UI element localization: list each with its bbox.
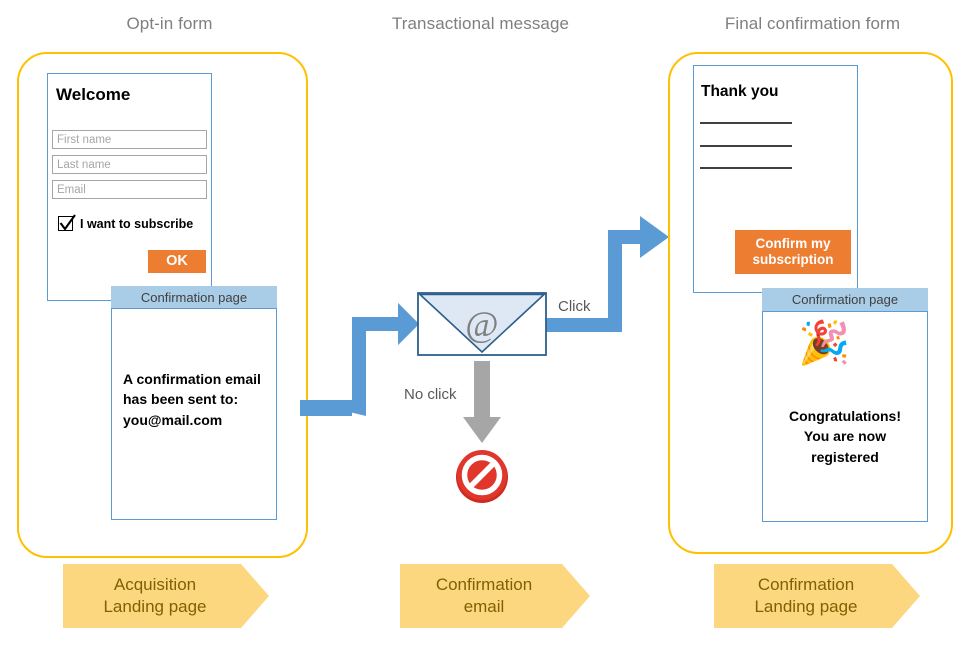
party-popper-icon: 🎉 [798, 319, 851, 366]
banner-2-line-1: Confirmation [435, 574, 533, 594]
confirmation-landing-frame [668, 52, 953, 554]
column-title-final: Final confirmation form [724, 14, 901, 33]
final-form-heading: Thank you [701, 83, 779, 100]
ok-button[interactable]: OK [148, 250, 206, 273]
no-click-label: No click [404, 386, 457, 403]
column-title-optin: Opt-in form [126, 14, 213, 33]
optin-confirmation-body: A confirmation email has been sent to: y… [123, 369, 271, 430]
subscribe-checkbox-row[interactable]: I want to subscribe [58, 214, 194, 231]
last-name-input[interactable]: Last name [52, 155, 207, 174]
form-rule-2 [700, 145, 792, 147]
optin-confirmation-card [111, 286, 277, 520]
banner-1-line-2: Landing page [103, 597, 207, 616]
email-input[interactable]: Email [52, 180, 207, 199]
confirmation-line-2: has been sent to: [123, 391, 239, 408]
confirmation-line-1: A confirmation email [123, 371, 261, 387]
form-rule-1 [700, 122, 792, 124]
congrats-line-2: You are now [803, 428, 887, 445]
form-rule-3 [700, 167, 792, 169]
column-title-transactional: Transactional message [391, 14, 570, 33]
no-entry-icon [456, 450, 508, 503]
first-name-input[interactable]: First name [52, 130, 207, 149]
confirm-button-line-2: subscription [752, 252, 834, 267]
banner-1-line-1: Acquisition [113, 574, 197, 594]
banner-3-line-1: Confirmation [757, 574, 855, 594]
confirmation-line-3: you@mail.com [123, 411, 223, 428]
email-envelope-icon [417, 292, 547, 356]
arrow-no-click [463, 361, 501, 443]
confirm-button-line-1: Confirm my [755, 236, 831, 252]
banner-acquisition-landing-page: Acquisition Landing page [63, 564, 269, 628]
optin-confirmation-header: Confirmation page [111, 286, 277, 309]
banner-confirmation-landing-page: Confirmation Landing page [714, 564, 920, 628]
arrow-click-to-final [546, 216, 669, 332]
banner-2-line-2: email [463, 597, 505, 616]
arrow-to-email [300, 303, 419, 416]
checkbox-checked-icon[interactable] [58, 214, 76, 231]
congrats-line-1: Congratulations! [789, 408, 901, 424]
final-confirmation-card [762, 288, 928, 522]
subscribe-checkbox-label: I want to subscribe [80, 216, 194, 231]
final-confirmation-header: Confirmation page [762, 288, 928, 312]
final-confirmation-body: Congratulations! You are now registered [772, 406, 918, 467]
banner-3-line-2: Landing page [754, 597, 858, 616]
click-label: Click [558, 298, 591, 315]
banner-confirmation-email: Confirmation email [400, 564, 590, 628]
confirm-subscription-button[interactable]: Confirm my subscription [735, 230, 851, 274]
congrats-line-3: registered [811, 448, 879, 465]
envelope-at-glyph: @ [465, 304, 499, 344]
acquisition-landing-frame [17, 52, 308, 558]
optin-form-heading: Welcome [56, 85, 131, 104]
